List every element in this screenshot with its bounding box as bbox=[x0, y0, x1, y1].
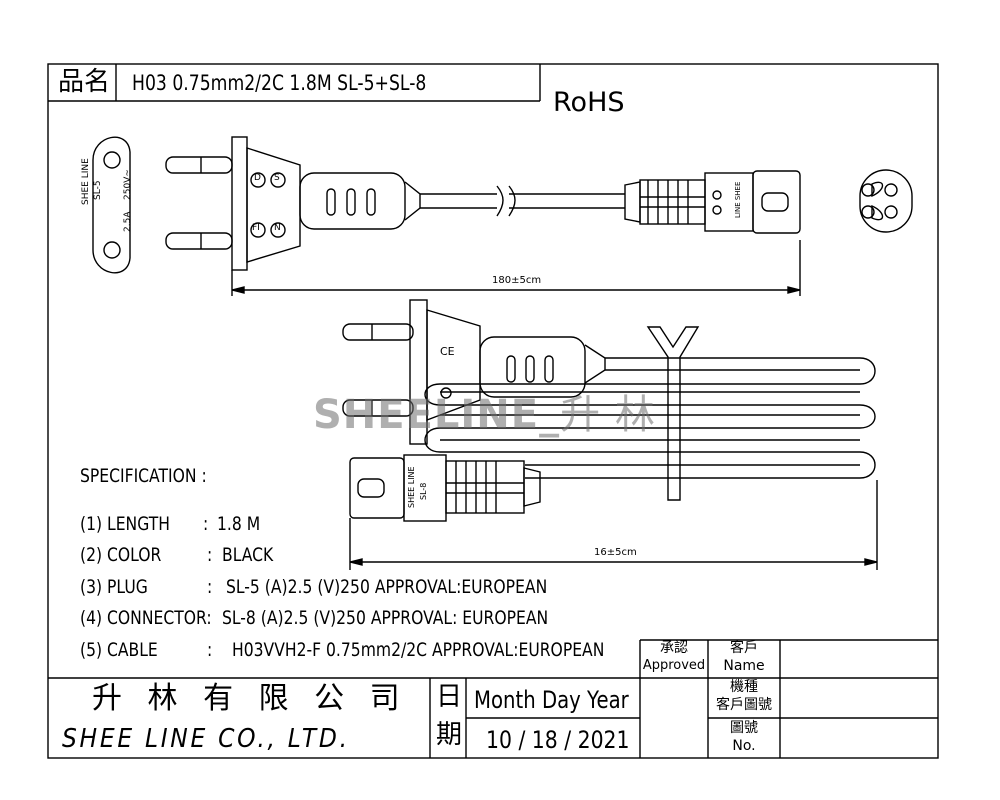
spec-row-3-label: (3) PLUG bbox=[80, 576, 148, 598]
date-format: Month Day Year bbox=[474, 686, 629, 714]
approved-label-en: Approved bbox=[642, 658, 706, 673]
bundle-view bbox=[342, 299, 876, 522]
customer-label-en: Name bbox=[723, 658, 765, 674]
plug-face-rating-a: 2.5A bbox=[123, 211, 133, 232]
model-label-1: 機種 bbox=[730, 679, 758, 695]
spec-row-1-sep: : bbox=[203, 513, 209, 535]
date-label-2: 期 bbox=[436, 720, 463, 750]
customer-label-cn: 客戶 bbox=[730, 640, 758, 656]
spec-row-3-sep: : bbox=[207, 576, 213, 598]
bundle-connector-model: SL-8 bbox=[419, 482, 428, 500]
connector-face-outline bbox=[859, 169, 913, 233]
drawing-no-label-cn: 圖號 bbox=[730, 720, 758, 736]
watermark-latin: SHEELINE_ bbox=[313, 392, 561, 438]
cord-length-dimension bbox=[231, 240, 801, 296]
drawing-no-label-en: No. bbox=[732, 738, 756, 754]
spec-row-2-label: (2) COLOR bbox=[80, 544, 162, 566]
title-block-lines bbox=[48, 639, 938, 758]
plug-face-outline bbox=[92, 136, 131, 274]
date-value: 10 / 18 / 2021 bbox=[486, 726, 630, 754]
drawing-frame bbox=[47, 63, 939, 759]
plug-face-rating-v: 250V~ bbox=[123, 169, 133, 200]
connector-side-view bbox=[624, 170, 801, 234]
plug-mark-s: S bbox=[274, 173, 280, 183]
spec-row-2-value: BLACK bbox=[222, 544, 274, 566]
plug-mark-fi: FI bbox=[252, 223, 260, 233]
company-name-en: SHEE LINE CO., LTD. bbox=[62, 724, 350, 754]
spec-title: SPECIFICATION : bbox=[80, 465, 207, 487]
plug-face-brand: SHEE LINE bbox=[81, 158, 91, 205]
spec-row-5-sep: : bbox=[207, 639, 213, 661]
spec-row-1-label: (1) LENGTH bbox=[80, 513, 170, 535]
spec-row-4-value: SL-8 (A)2.5 (V)250 APPROVAL: EUROPEAN bbox=[222, 607, 549, 629]
plug-side-view bbox=[165, 136, 625, 271]
spec-row-2-sep: : bbox=[207, 544, 213, 566]
ce-mark: CE bbox=[440, 345, 455, 358]
plug-mark-d: D bbox=[254, 173, 261, 183]
spec-row-5-value: H03VVH2-F 0.75mm2/2C APPROVAL:EUROPEAN bbox=[232, 639, 605, 661]
cord-length-label: 180±5cm bbox=[492, 275, 542, 286]
bundle-connector-brand: SHEE LINE bbox=[407, 466, 416, 508]
part-name-value: H03 0.75mm2/2C 1.8M SL-5+SL-8 bbox=[132, 71, 427, 95]
spec-row-5-label: (5) CABLE bbox=[80, 639, 158, 661]
approved-label-cn: 承認 bbox=[660, 640, 688, 656]
connector-marks: LINE SHEE bbox=[734, 181, 742, 218]
watermark: SHEELINE_升 林 bbox=[313, 382, 656, 440]
watermark-cjk: 升 林 bbox=[560, 392, 656, 438]
spec-row-4-label: (4) CONNECTOR: bbox=[80, 607, 212, 629]
spec-row-3-value: SL-5 (A)2.5 (V)250 APPROVAL:EUROPEAN bbox=[226, 576, 548, 598]
rohs-label: RoHS bbox=[553, 87, 625, 118]
spec-row-1-value: 1.8 M bbox=[217, 513, 261, 535]
part-name-label: 品名 bbox=[58, 67, 111, 97]
bundle-length-dimension bbox=[349, 480, 878, 570]
company-name-cn: 升 林 有 限 公 司 bbox=[92, 681, 408, 716]
plug-face-model: SL-5 bbox=[93, 180, 103, 200]
model-label-2: 客戶圖號 bbox=[716, 697, 772, 713]
bundle-length-label: 16±5cm bbox=[594, 547, 637, 558]
plug-mark-n: N bbox=[274, 223, 281, 233]
date-label-1: 日 bbox=[436, 682, 463, 712]
